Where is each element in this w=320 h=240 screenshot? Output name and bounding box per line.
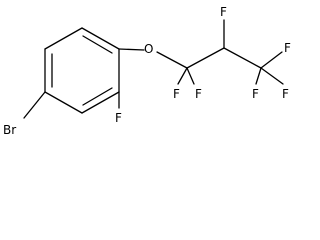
atom-label-f-cf2-right: F	[195, 87, 202, 101]
structure-diagram: Br F O F F F F F F	[3, 5, 291, 137]
atom-label-f-cf3-bottom-left: F	[252, 87, 259, 101]
bond-o-cf2	[156, 51, 188, 69]
bond-c-o	[118, 48, 145, 51]
bond-cf2-f-left	[177, 67, 188, 85]
atom-label-f-ring: F	[115, 111, 122, 125]
bond-ring-c3-c4	[81, 91, 120, 114]
atom-label-o: O	[144, 42, 153, 56]
bond-ring-double-bottom	[82, 87, 113, 106]
atom-label-f-cf2-left: F	[173, 87, 180, 101]
bond-ring-c6-c1	[44, 27, 83, 50]
bond-cf3-f-bottom-right	[260, 67, 284, 85]
bond-cf3-f-right	[260, 51, 283, 69]
bond-ring-double-top	[82, 35, 113, 54]
atom-label-f-cf3-right: F	[284, 41, 291, 55]
bond-ring-c4-c5	[44, 91, 83, 114]
bond-c-br	[23, 91, 46, 119]
bond-cf2-f-right	[186, 67, 195, 85]
atom-label-br: Br	[3, 123, 16, 137]
bond-cf2-chf	[186, 47, 225, 69]
bond-chf-cf3	[223, 47, 262, 69]
atom-label-f-chf: F	[220, 5, 227, 19]
atom-label-f-cf3-bottom-right: F	[282, 87, 289, 101]
bond-cf3-f-bottom-left	[255, 67, 262, 85]
bond-ring-c1-c2	[81, 27, 120, 50]
benzene-ring	[44, 27, 120, 114]
